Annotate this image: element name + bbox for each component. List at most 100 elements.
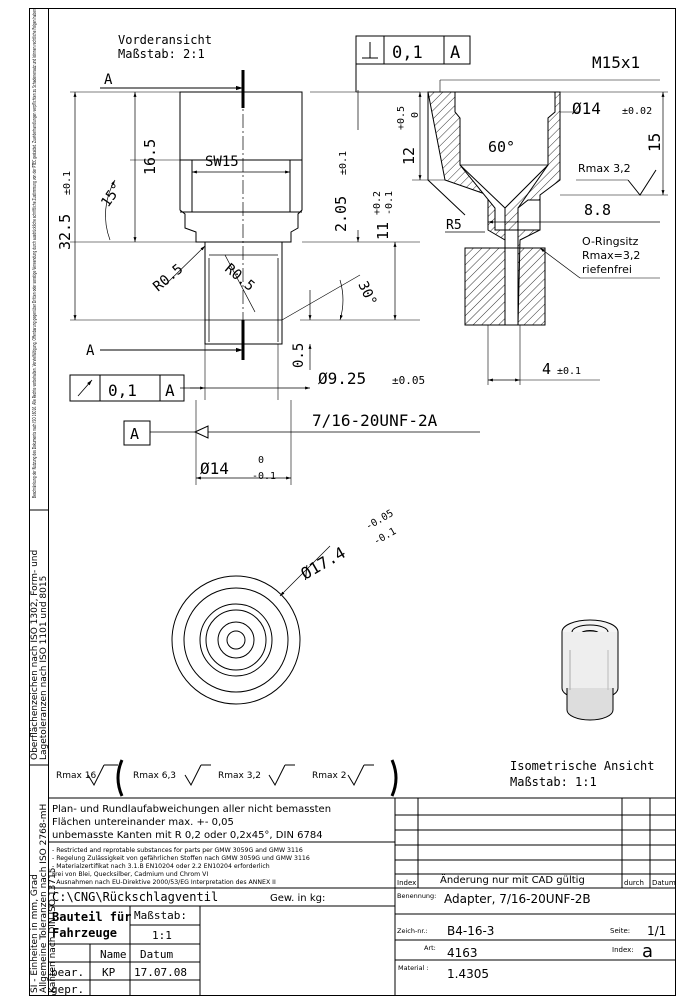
- rmax-16: Rmax 16: [56, 771, 96, 781]
- radius-r05-left: R0.5: [150, 261, 186, 295]
- dim-15: 15: [645, 133, 664, 152]
- change-header: Änderung nur mit CAD gültig: [440, 873, 585, 886]
- copyright-note: Beschränkung der Nutzung des Dokuments n…: [32, 8, 38, 498]
- top-view: [171, 545, 331, 705]
- material-label: Material :: [398, 964, 429, 972]
- units-note-1: SI - Einheiten in mm, Grad: [30, 874, 40, 993]
- sheet-value: 1/1: [647, 924, 666, 938]
- oring-label-2: Rmax=3,2: [582, 249, 640, 262]
- dim-9-25: Ø9.25: [318, 369, 366, 388]
- dim-sw15: SW15: [205, 154, 239, 170]
- surface-standard-note-2: Lagetoleranzen nach ISO 1101 und 8015: [39, 576, 49, 760]
- checked-label: gepr.: [51, 983, 84, 996]
- radius-r05-right: R0.5: [221, 261, 257, 295]
- surface-roughness-legend: [87, 759, 398, 797]
- rmax-2: Rmax 2: [312, 771, 346, 781]
- drawn-label: bear.: [51, 966, 84, 979]
- dim-0-5: 0.5: [291, 343, 307, 368]
- tol-bore-14: ±0.02: [622, 106, 652, 117]
- tol-4: ±0.1: [557, 366, 581, 377]
- units-note-3: Kanten nach DIN ISO 13715: [48, 868, 58, 993]
- material-value: 1.4305: [447, 967, 489, 981]
- tol-17-4-lo: -0.1: [372, 526, 398, 548]
- drawn-date: 17.07.08: [134, 966, 187, 979]
- name-header: Name: [100, 948, 127, 961]
- tol-32-5: ±0.1: [62, 171, 73, 195]
- article-label: Art:: [424, 944, 436, 952]
- index-header: Index: [397, 879, 416, 887]
- restriction-line-1: - Restricted and reprotable substances f…: [52, 847, 303, 854]
- dim-8-8: 8.8: [584, 201, 611, 219]
- date-header: Datum: [140, 948, 173, 961]
- note-line-2: Flächen untereinander max. +- 0,05: [52, 817, 234, 828]
- sheet-label: Seite:: [610, 927, 630, 935]
- runout-tolerance-datum: A: [165, 381, 175, 400]
- flatness-tolerance-datum: A: [450, 43, 460, 63]
- tol-11-lo: -0.1: [384, 191, 395, 215]
- part-label-1: Bauteil für: [52, 910, 131, 924]
- restriction-line-4: Frei von Blei, Quecksilber, Cadmium und …: [52, 871, 208, 878]
- note-line-3: unbemasste Kanten mit R 0,2 oder 0,2x45°…: [52, 830, 323, 841]
- tol-2-05: ±0.1: [338, 151, 349, 175]
- by-header: durch: [624, 879, 644, 887]
- tol-11-up: +0.2: [372, 191, 383, 215]
- drawn-name: KP: [102, 966, 116, 979]
- isometric-view: [561, 619, 619, 721]
- dim-14: Ø14: [200, 459, 229, 478]
- title-block: [48, 797, 676, 996]
- dim-32-5: 32.5: [56, 214, 74, 250]
- section-label-a-bottom: A: [86, 343, 95, 359]
- units-note-2: Allgemeine Toleranzen nach ISO 2768-mH: [39, 804, 49, 993]
- oring-label-1: O-Ringsitz: [582, 235, 639, 248]
- tol-14-lo: -0.1: [252, 471, 276, 482]
- oring-label-3: riefenfrei: [582, 263, 632, 276]
- datum-a-label: A: [130, 425, 139, 443]
- drawing-no-label: Zeich-nr.:: [397, 927, 428, 935]
- runout-tolerance-value: 0,1: [108, 381, 137, 400]
- dim-2-05: 2.05: [332, 196, 350, 232]
- runout-tolerance-frame: [69, 374, 185, 402]
- tol-12-up: +0.5: [396, 106, 407, 130]
- datum-a-box: [123, 420, 151, 446]
- angle-15: 15°: [98, 180, 126, 210]
- restriction-line-5: - Ausnahmen nach EU-Direktive 2000/53/EG…: [52, 879, 276, 886]
- index-value: a: [642, 941, 653, 962]
- index-label: Index:: [612, 946, 634, 954]
- designation-label: Benennung:: [397, 892, 436, 900]
- rmax-6-3: Rmax 6,3: [133, 771, 176, 781]
- restriction-line-3: - Materialzertifikat nach 3.1.B EN10204 …: [52, 863, 270, 870]
- angle-30: 30°: [354, 279, 379, 309]
- radius-r5: R5: [446, 218, 462, 233]
- article-value: 4163: [447, 946, 478, 960]
- rmax-3-2: Rmax 3,2: [218, 771, 261, 781]
- designation-value: Adapter, 7/16-20UNF-2B: [444, 892, 591, 906]
- dim-16-5: 16.5: [141, 139, 159, 175]
- dim-12: 12: [400, 147, 418, 165]
- tol-12-lo: 0: [410, 112, 421, 118]
- dim-17-4: Ø17.4: [298, 543, 349, 584]
- weight-label: Gew. in kg:: [270, 893, 325, 904]
- front-view-scale: Maßstab: 2:1: [118, 47, 205, 61]
- thread-spec: 7/16-20UNF-2A: [312, 411, 438, 430]
- iso-view-title: Isometrische Ansicht: [510, 759, 655, 773]
- rmax-3-2-section: Rmax 3,2: [578, 162, 631, 175]
- dim-bore-14: Ø14: [572, 99, 601, 118]
- part-label-2: Fahrzeuge: [52, 926, 117, 940]
- dim-4: 4: [542, 360, 551, 378]
- iso-view-scale: Maßstab: 1:1: [510, 775, 597, 789]
- section-label-a-top: A: [104, 72, 113, 88]
- tol-14-up: 0: [258, 455, 264, 466]
- thread-m15x1: M15x1: [592, 53, 640, 72]
- flatness-tolerance-value: 0,1: [392, 43, 423, 63]
- date-col-header: Datum: [652, 879, 676, 887]
- section-view: [355, 35, 668, 385]
- front-view: Vorderansicht Maßstab: 2:1 A A: [69, 33, 480, 485]
- front-view-title: Vorderansicht: [118, 33, 212, 47]
- sheet-border: [29, 8, 676, 996]
- scale-value: 1:1: [152, 929, 172, 942]
- restriction-line-2: - Regelung Zulässigkeit von gefährlichen…: [52, 855, 310, 862]
- dim-11: 11: [374, 222, 392, 240]
- drawing-no-value: B4-16-3: [447, 924, 494, 938]
- scale-label: Maßstab:: [134, 909, 187, 922]
